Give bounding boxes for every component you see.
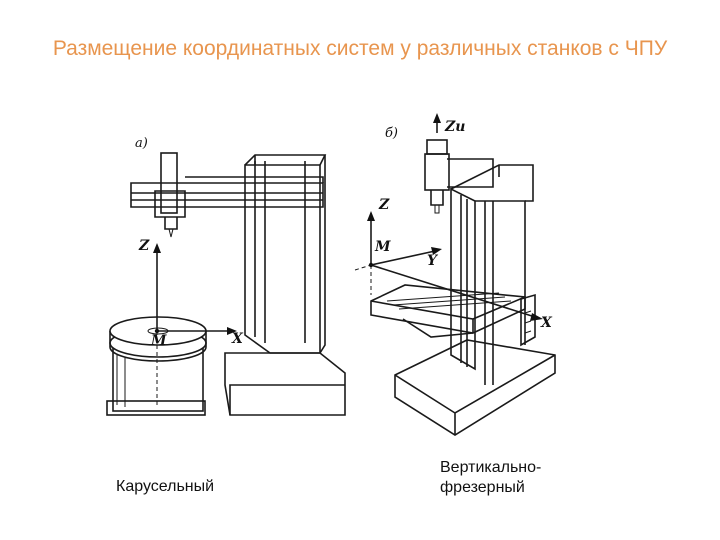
origin-label-m-b: M: [374, 239, 391, 255]
axis-label-y-b: Y: [427, 253, 439, 269]
axis-label-x-a: X: [231, 331, 244, 347]
figure-a-letter: а): [135, 136, 148, 151]
column-a: [224, 154, 346, 416]
spindle-head: [424, 139, 494, 214]
machine-tools-diagram: а): [106, 113, 556, 436]
column-b: [450, 164, 534, 385]
axes-b: [354, 113, 543, 321]
axes-a: [153, 243, 237, 405]
axis-label-x-b: X: [540, 315, 553, 331]
crossbeam: [130, 176, 324, 208]
axis-label-zi-b: Zи: [444, 119, 465, 135]
table-b: [370, 284, 536, 347]
figure-b-mill: б): [354, 113, 556, 436]
origin-label-m-a: M: [150, 333, 167, 349]
axis-label-z-b: Z: [378, 197, 390, 213]
slide-title: Размещение координатных систем у различн…: [52, 37, 668, 60]
axis-label-z-a: Z: [138, 238, 150, 254]
caption-lathe: Карусельный: [116, 478, 215, 495]
tool-ram: [154, 152, 186, 238]
figure-b-letter: б): [385, 126, 398, 141]
caption-mill: Вертикально-фрезерный: [440, 459, 542, 496]
figure-a-lathe: а): [106, 136, 346, 416]
